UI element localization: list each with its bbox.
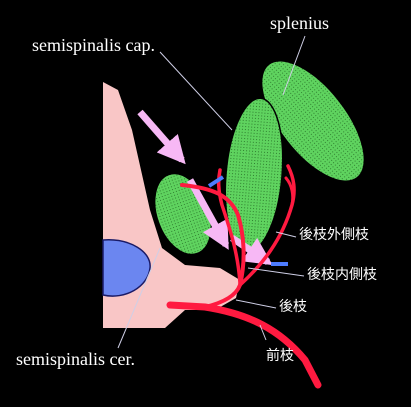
label-splenius: splenius — [270, 13, 330, 33]
leader-semispinalis-cer — [117, 247, 161, 349]
vertebral-foramen — [102, 239, 151, 297]
marker-upper — [207, 175, 225, 188]
label-medial-branch: 後枝内側枝 — [307, 267, 377, 283]
approach-arrow-3 — [230, 235, 273, 266]
leader-ventral-ramus — [259, 324, 267, 341]
label-semispinalis-cap: semispinalis cap. — [32, 35, 155, 55]
dorsal-ramus-nerve — [180, 183, 246, 309]
label-dorsal-ramus: 後枝 — [279, 299, 307, 315]
leader-semispinalis-cap — [159, 51, 233, 131]
label-lateral-branch: 後枝外側枝 — [299, 227, 369, 243]
leader-splenius — [282, 35, 306, 96]
lateral-branch-tip — [284, 176, 295, 207]
approach-arrow-1 — [137, 109, 186, 165]
approach-arrow-2 — [186, 178, 230, 250]
ventral-ramus-nerve — [166, 301, 322, 389]
leader-lateral-branch — [275, 231, 297, 238]
leader-medial-branch — [247, 267, 305, 277]
splenius-muscle — [260, 59, 366, 183]
label-semispinalis-cer: semispinalis cer. — [16, 349, 135, 369]
label-ventral-ramus: 前枝 — [266, 348, 294, 364]
leader-dorsal-ramus — [235, 299, 277, 309]
